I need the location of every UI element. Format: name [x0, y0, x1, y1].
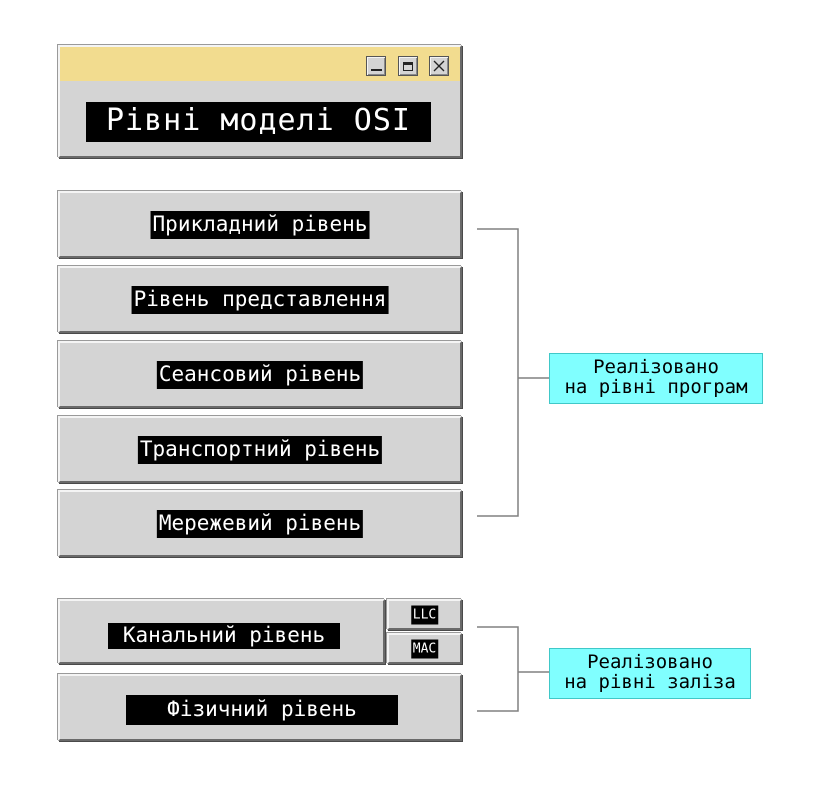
layer-label: Сеансовий рівень — [156, 360, 364, 389]
maximize-icon — [403, 61, 413, 71]
layer-transport: Транспортний рівень — [58, 416, 462, 483]
layer-label: Фізичний рівень — [126, 695, 398, 725]
note-line: на рівні програм — [564, 376, 748, 398]
layer-label: Транспортний рівень — [137, 435, 383, 464]
layer-label: Рівень представлення — [131, 285, 389, 314]
layer-physical: Фізичний рівень — [58, 674, 462, 741]
hardware-bracket — [477, 626, 519, 712]
note-line: на рівні заліза — [564, 671, 736, 693]
note-line: Реалізовано — [593, 356, 719, 378]
window-titlebar[interactable] — [60, 47, 460, 81]
layer-label: Мережевий рівень — [156, 509, 364, 538]
layer-presentation: Рівень представлення — [58, 266, 462, 333]
layer-label: Канальний рівень — [108, 623, 340, 649]
layer-network: Мережевий рівень — [58, 490, 462, 557]
window-title: Рівні моделі OSI — [86, 102, 431, 142]
layer-data-link: Канальний рівень — [58, 599, 385, 664]
layer-session: Сеансовий рівень — [58, 341, 462, 408]
software-bracket — [477, 228, 519, 517]
layer-application: Прикладний рівень — [58, 191, 462, 258]
layer-label: Прикладний рівень — [150, 210, 370, 239]
sublayer-llc: LLC — [387, 599, 462, 630]
sublayer-label: MAC — [410, 639, 439, 658]
sublayer-label: LLC — [410, 605, 439, 624]
title-window: Рівні моделі OSI — [58, 45, 462, 158]
close-icon — [433, 60, 445, 72]
software-note: Реалізовано на рівні програм — [549, 353, 763, 404]
minimize-icon — [370, 69, 382, 71]
sublayer-mac: MAC — [387, 633, 462, 664]
note-line: Реалізовано — [587, 651, 713, 673]
hardware-note: Реалізовано на рівні заліза — [549, 648, 751, 699]
maximize-button[interactable] — [398, 56, 418, 76]
close-button[interactable] — [429, 56, 449, 76]
minimize-button[interactable] — [366, 56, 386, 76]
